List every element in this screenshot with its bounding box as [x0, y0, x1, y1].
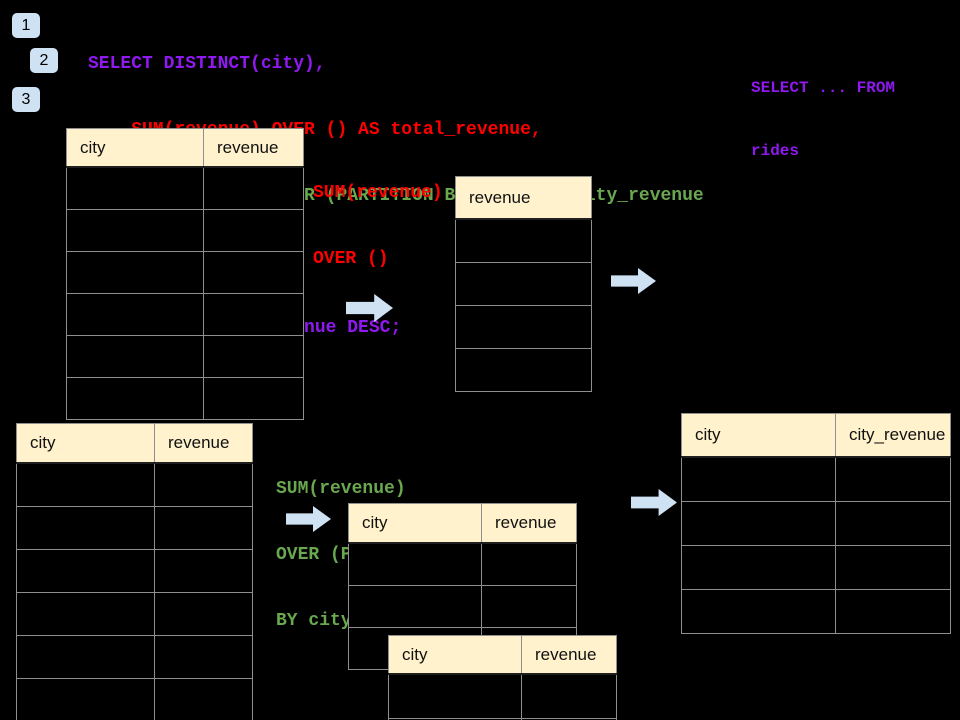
table-row [455, 218, 592, 263]
table-cell [348, 542, 482, 586]
column-header: city [681, 413, 836, 458]
table-row [16, 678, 253, 720]
table-cell [154, 549, 253, 593]
table-row [16, 549, 253, 593]
step-badge-1: 1 [12, 13, 40, 38]
arrow-right-icon [631, 489, 677, 516]
table-cell [16, 678, 155, 720]
table-cell [154, 462, 253, 507]
table-row [16, 462, 253, 507]
table-row [681, 501, 951, 546]
column-header: revenue [521, 635, 617, 675]
table-cell [154, 678, 253, 720]
annotation-line: rides [751, 142, 800, 160]
step-badge-3: 3 [12, 87, 40, 112]
table-cell [455, 348, 592, 392]
table-row [66, 251, 304, 294]
table-cell [154, 506, 253, 550]
annotation-line: OVER () [313, 249, 389, 269]
table-cell [521, 673, 617, 719]
annotation-from-rides: SELECT ... FROM rides [751, 36, 895, 204]
step-badge-2: 2 [30, 48, 58, 73]
table-cell [481, 585, 577, 628]
table-cell [66, 335, 204, 378]
table-cell [455, 262, 592, 306]
table-cell [348, 585, 482, 628]
table-row [66, 335, 304, 378]
table-cell [203, 335, 304, 378]
table-cell [16, 506, 155, 550]
table-cell [203, 209, 304, 252]
table-cell [66, 251, 204, 294]
annotation-line: SUM(revenue) [276, 479, 406, 499]
table-cell [16, 635, 155, 679]
table-row [66, 377, 304, 420]
table-cell [455, 218, 592, 263]
table-cell [481, 542, 577, 586]
table-cell [16, 549, 155, 593]
table-cell [388, 673, 522, 719]
table-row [388, 673, 617, 719]
table-cell [835, 589, 951, 634]
total-revenue-table: revenue [455, 176, 592, 392]
table-row [16, 635, 253, 679]
column-header: city [348, 503, 482, 544]
column-header: city [16, 423, 155, 464]
table-cell [835, 456, 951, 502]
arrow-right-icon [346, 294, 393, 322]
table-cell [203, 251, 304, 294]
table-row [455, 262, 592, 306]
table-cell [154, 635, 253, 679]
table-cell [16, 462, 155, 507]
table-row [455, 348, 592, 392]
table-row [681, 456, 951, 502]
table-cell [835, 545, 951, 590]
table-cell [66, 293, 204, 336]
table-row [16, 506, 253, 550]
column-header: revenue [203, 128, 304, 168]
table-cell [203, 377, 304, 420]
table-row [681, 589, 951, 634]
table-cell [681, 456, 836, 502]
table-cell [154, 592, 253, 636]
table-cell [66, 166, 204, 210]
table-cell [681, 501, 836, 546]
table-cell [681, 545, 836, 590]
column-header: city [66, 128, 204, 168]
table-row [455, 305, 592, 349]
table-cell [835, 501, 951, 546]
table-row [348, 585, 577, 628]
table-cell [203, 293, 304, 336]
annotation-sum-over-all: SUM(revenue) OVER () [313, 138, 443, 314]
table-row [348, 542, 577, 586]
table-row [388, 718, 617, 720]
column-header: city [388, 635, 522, 675]
table-cell [203, 166, 304, 210]
table-row [66, 209, 304, 252]
column-header: revenue [455, 176, 592, 220]
table-cell [66, 209, 204, 252]
annotation-line: SUM(revenue) [313, 183, 443, 203]
annotation-line: SELECT ... FROM [751, 79, 896, 97]
table-row [66, 293, 304, 336]
table-row [681, 545, 951, 590]
table-row [66, 166, 304, 210]
arrow-right-icon [611, 268, 656, 294]
arrow-right-icon [286, 506, 331, 532]
table-cell [521, 718, 617, 720]
table-cell [681, 589, 836, 634]
column-header: city_revenue [835, 413, 951, 458]
table-cell [66, 377, 204, 420]
table-cell [455, 305, 592, 349]
table-row [16, 592, 253, 636]
column-header: revenue [481, 503, 577, 544]
sql-line-select: SELECT DISTINCT(city), [88, 54, 326, 74]
table-cell [16, 592, 155, 636]
column-header: revenue [154, 423, 253, 464]
